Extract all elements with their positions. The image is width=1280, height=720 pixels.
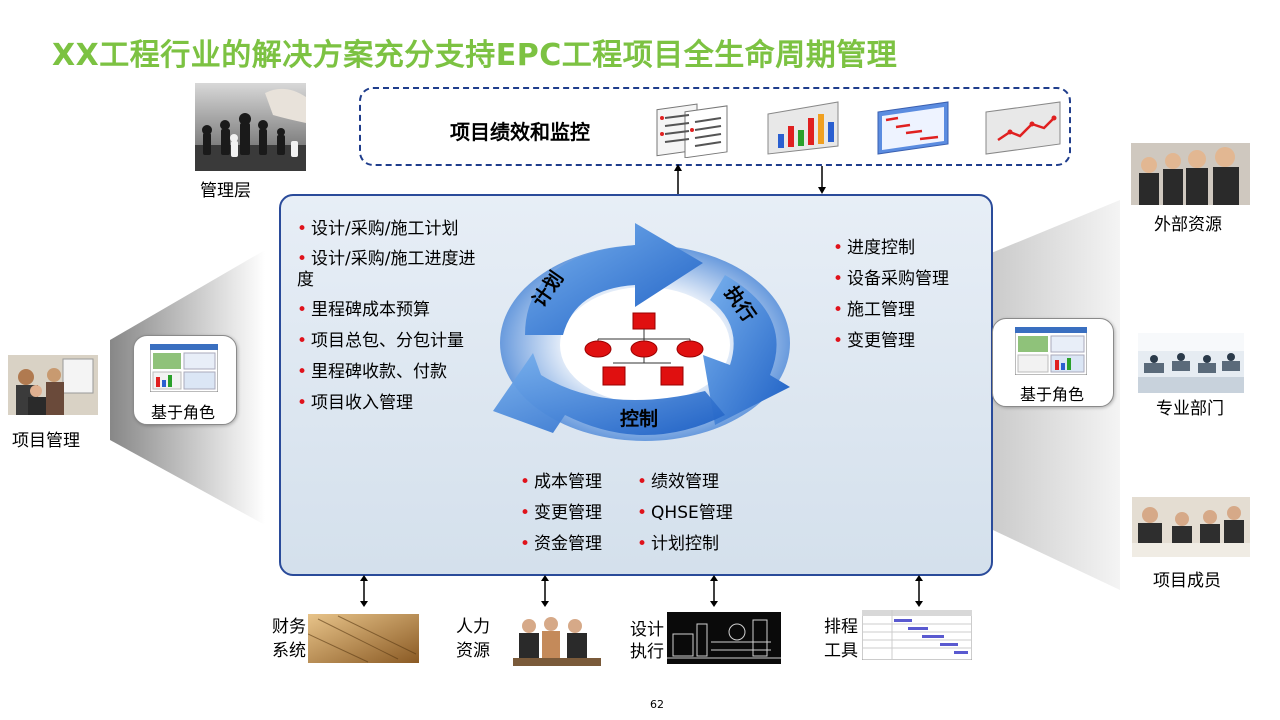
list-item: 变更管理 [833, 326, 949, 357]
design-label-1: 设计 [630, 620, 664, 640]
gantt-screenshot [862, 610, 972, 660]
finance-label-1: 财务 [272, 617, 306, 637]
org-chart-icon [584, 312, 704, 386]
list-item: 里程碑成本预算 [297, 295, 487, 326]
plan-list: 设计/采购/施工计划 设计/采购/施工进度进度 里程碑成本预算 项目总包、分包计… [297, 214, 487, 419]
report-list-icon [655, 98, 733, 162]
monitoring-label: 项目绩效和监控 [450, 120, 590, 144]
list-item: QHSE管理 [637, 498, 733, 529]
list-item: 计划控制 [637, 529, 733, 560]
list-item: 成本管理 [520, 467, 602, 498]
plan-execute-control-cycle [493, 223, 790, 441]
team-members-photo [1132, 497, 1250, 557]
presentation-photo [8, 355, 98, 415]
role-based-label-right: 基于角色 [1020, 385, 1085, 404]
list-item: 设计/采购/施工计划 [297, 214, 487, 245]
page-number: 62 [650, 698, 664, 711]
hr-people-photo [513, 614, 601, 666]
list-item: 施工管理 [833, 295, 949, 326]
list-item: 项目收入管理 [297, 388, 487, 419]
gantt-icon [876, 100, 952, 160]
app-screenshot-icon [1014, 326, 1088, 379]
chess-photo [195, 83, 306, 171]
control-list-left: 成本管理 变更管理 资金管理 [520, 467, 602, 560]
app-screenshot-icon [149, 343, 219, 396]
schedule-label-1: 排程 [824, 617, 858, 637]
bottom-connector-arrows [360, 575, 923, 607]
role-department-label: 专业部门 [1156, 399, 1224, 419]
list-item: 项目总包、分包计量 [297, 326, 487, 357]
hr-label-1: 人力 [456, 617, 490, 637]
list-item: 变更管理 [520, 498, 602, 529]
plant-photo [667, 612, 781, 664]
bar-chart-icon [764, 100, 842, 160]
finance-label-2: 系统 [272, 641, 306, 661]
schedule-label-2: 工具 [824, 641, 858, 661]
department-office-photo [1138, 333, 1244, 393]
page-title: XX工程行业的解决方案充分支持EPC工程项目全生命周期管理 [52, 38, 898, 73]
cycle-control-label: 控制 [620, 408, 659, 430]
role-based-label-left: 基于角色 [151, 403, 216, 422]
hr-label-2: 资源 [456, 641, 490, 661]
list-item: 里程碑收款、付款 [297, 357, 487, 388]
list-item: 绩效管理 [637, 467, 733, 498]
list-item: 进度控制 [833, 233, 949, 264]
list-item: 设备采购管理 [833, 264, 949, 295]
external-resource-photo [1131, 143, 1250, 205]
finance-photo [308, 614, 419, 663]
list-item: 资金管理 [520, 529, 602, 560]
role-members-label: 项目成员 [1153, 571, 1221, 591]
monitoring-panel [359, 87, 1071, 166]
control-list-right: 绩效管理 QHSE管理 计划控制 [637, 467, 733, 560]
role-management-label: 管理层 [200, 181, 251, 201]
line-chart-icon [984, 100, 1064, 160]
role-external-label: 外部资源 [1154, 215, 1222, 235]
monitor-connector-arrows [674, 164, 826, 194]
role-project-mgmt-label: 项目管理 [12, 431, 80, 451]
execute-list: 进度控制 设备采购管理 施工管理 变更管理 [833, 233, 949, 357]
design-label-2: 执行 [630, 642, 664, 662]
list-item: 设计/采购/施工进度进度 [297, 245, 487, 295]
